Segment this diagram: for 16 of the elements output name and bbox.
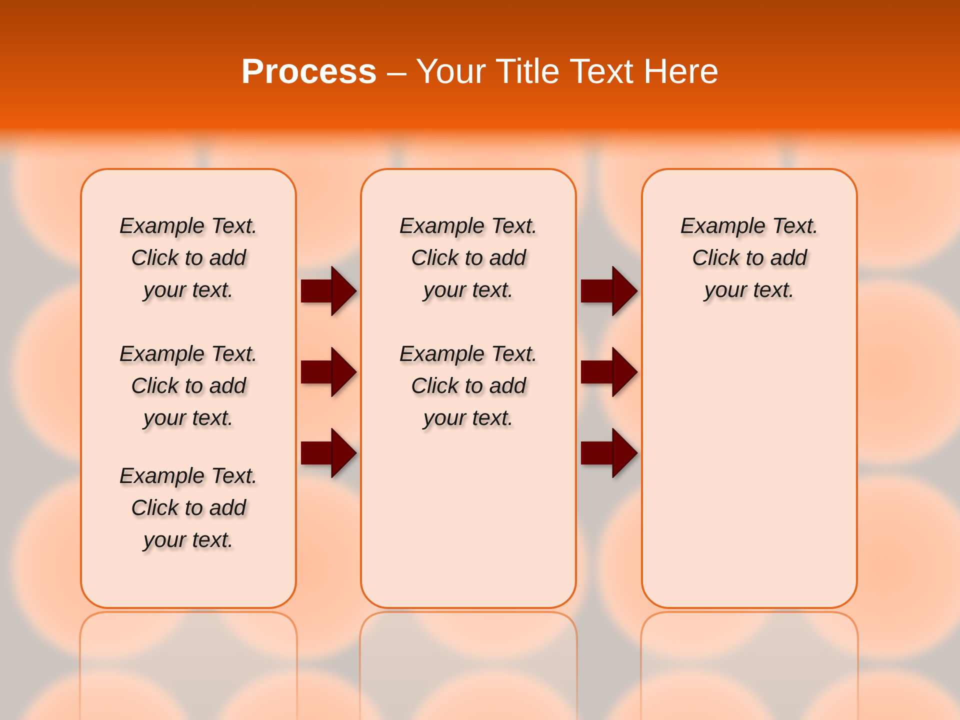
arrow (581, 428, 638, 478)
process-box (360, 168, 577, 609)
process-box (80, 168, 297, 609)
body-text: Example Text. Click to add your text. (118, 462, 259, 554)
arrow (301, 266, 357, 316)
body-text: Example Text. Click to add your text. (398, 212, 539, 304)
arrow (301, 428, 357, 478)
arrow (581, 266, 638, 316)
title-text: Process – Your Title Text Here (241, 52, 719, 92)
arrow (301, 347, 357, 397)
body-text: Example Text. Click to add your text. (118, 212, 259, 304)
body-text: Example Text. Click to add your text. (118, 340, 259, 432)
body-text: Example Text. Click to add your text. (398, 340, 539, 432)
body-text: Example Text. Click to add your text. (679, 212, 820, 304)
arrow (581, 347, 638, 397)
process-box (641, 168, 858, 609)
